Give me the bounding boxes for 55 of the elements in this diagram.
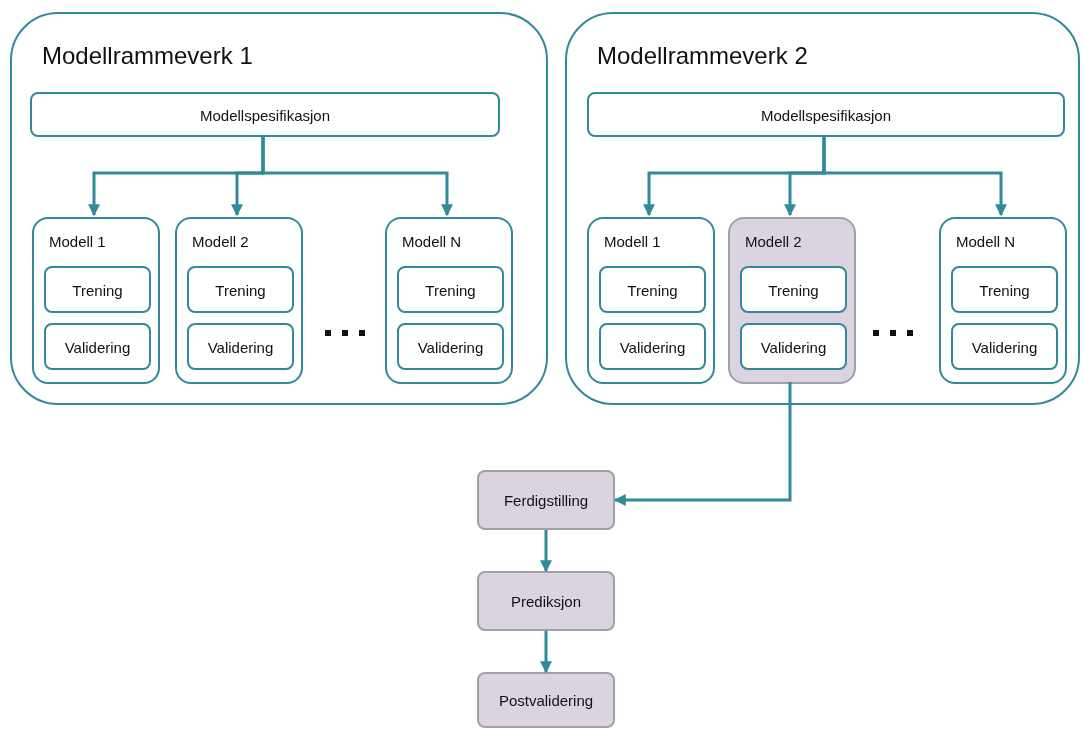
step-box xyxy=(44,266,151,313)
process-box xyxy=(477,571,615,631)
box-label: Validering xyxy=(63,338,132,355)
step-box xyxy=(951,266,1058,313)
framework-title: Modellrammeverk 1 xyxy=(42,42,253,70)
step-box xyxy=(740,266,847,313)
framework-title: Modellrammeverk 2 xyxy=(597,42,808,70)
box-label: Postvalidering xyxy=(497,691,595,709)
arrow xyxy=(540,631,552,674)
step-box xyxy=(397,323,504,370)
model-title: Modell N xyxy=(402,233,462,250)
box-label: Trening xyxy=(424,281,477,298)
box-label: Modellspesifikasjon xyxy=(759,106,893,123)
process-box xyxy=(477,672,615,728)
box-label: Prediksjon xyxy=(509,592,582,610)
arrow xyxy=(822,135,1007,217)
model-title: Modell 1 xyxy=(49,233,106,250)
step-box xyxy=(599,323,706,370)
box-label: Ferdigstilling xyxy=(502,491,590,509)
box-label: Validering xyxy=(618,338,687,355)
box-label: Modellspesifikasjon xyxy=(198,106,332,123)
model-title: Modell 2 xyxy=(745,233,802,250)
box-label: Validering xyxy=(970,338,1039,355)
box-label: Trening xyxy=(71,281,124,298)
box-label: Trening xyxy=(626,281,679,298)
framework-panel xyxy=(10,12,548,405)
arrow xyxy=(613,382,792,506)
step-box xyxy=(187,266,294,313)
arrow xyxy=(261,135,453,217)
arrow xyxy=(540,530,552,573)
box-label: Trening xyxy=(978,281,1031,298)
box-label: Trening xyxy=(214,281,267,298)
model-box xyxy=(587,217,715,384)
step-box xyxy=(187,323,294,370)
framework-panel xyxy=(565,12,1080,405)
box-label: Trening xyxy=(767,281,820,298)
model-box xyxy=(939,217,1067,384)
step-box xyxy=(44,323,151,370)
box-label: Validering xyxy=(416,338,485,355)
box-label: Validering xyxy=(206,338,275,355)
model-title: Modell N xyxy=(956,233,1016,250)
model-box xyxy=(32,217,160,384)
step-box xyxy=(740,323,847,370)
specification-box xyxy=(587,92,1065,137)
model-box xyxy=(175,217,303,384)
model-title: Modell 2 xyxy=(192,233,249,250)
specification-box xyxy=(30,92,500,137)
step-box xyxy=(599,266,706,313)
model-title: Modell 1 xyxy=(604,233,661,250)
model-box xyxy=(385,217,513,384)
step-box xyxy=(397,266,504,313)
process-box xyxy=(477,470,615,530)
step-box xyxy=(951,323,1058,370)
box-label: Validering xyxy=(759,338,828,355)
selected-model-box xyxy=(728,217,856,384)
